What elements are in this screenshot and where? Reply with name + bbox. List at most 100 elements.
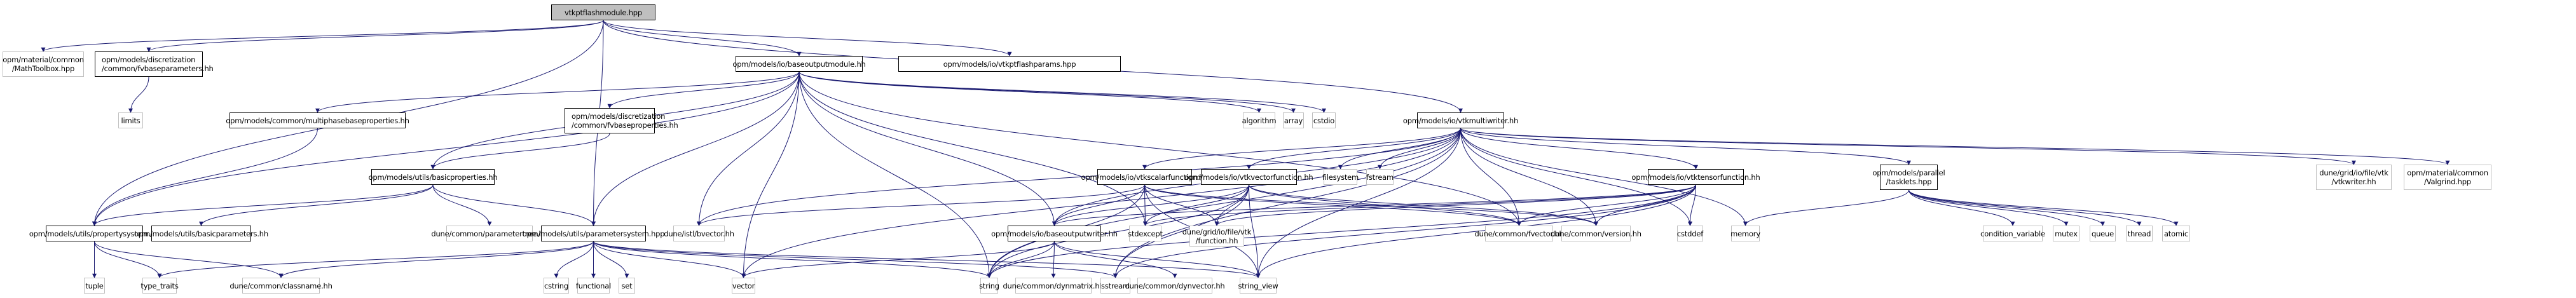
edge-vtkscalarfunction-to-fvector: [1144, 184, 1521, 226]
node-atomic: atomic: [2162, 226, 2190, 241]
edge-parametersystem-to-type_traits: [157, 241, 594, 278]
edge-baseoutputmodule-to-string: [798, 71, 992, 278]
node-vtktensorfunction[interactable]: opm/models/io/vtktensorfunction.hh: [1631, 169, 1760, 185]
edge-multiphasebaseproperties-to-propertysystem: [92, 128, 318, 226]
node-queue: queue: [2090, 226, 2116, 241]
edge-vtkmultiwriter-to-version: [1460, 128, 1598, 226]
node-tasklets[interactable]: opm/models/parallel /tasklets.hpp: [1872, 165, 1945, 190]
node-fstream: fstream: [1366, 169, 1394, 185]
node-parametertree: dune/common/parametertree.hh: [431, 226, 548, 241]
node-vtkscalarfunction[interactable]: opm/models/io/vtkscalarfunction.hh: [1081, 169, 1209, 185]
edge-vtkmultiwriter-to-vtkscalarfunction: [1142, 128, 1461, 170]
edge-vtkvectorfunction-to-string: [987, 184, 1249, 278]
edge-baseoutputmodule-to-baseoutputwriter: [798, 71, 1057, 226]
node-fvbaseparameters[interactable]: opm/models/discretization /common/fvbase…: [95, 51, 214, 77]
node-dynmatrix: dune/common/dynmatrix.hh: [1003, 278, 1104, 294]
edge-baseoutputwriter-to-string: [987, 241, 1055, 278]
node-mathtoolbox: opm/material/common /MathToolbox.hpp: [3, 51, 84, 77]
edge-tasklets-to-atomic: [1908, 189, 2179, 226]
node-filesystem: filesystem: [1322, 169, 1359, 185]
node-vtkmultiwriter[interactable]: opm/models/io/vtkmultiwriter.hh: [1403, 112, 1518, 128]
edge-vtkvectorfunction-to-baseoutputwriter: [1052, 184, 1249, 226]
node-parametersystem[interactable]: opm/models/utils/parametersystem.hpp: [523, 226, 665, 241]
edge-baseoutputmodule-to-stdexcept: [798, 71, 1148, 226]
node-set: set: [619, 278, 635, 294]
edge-vtkvectorfunction-to-string_view: [1249, 184, 1261, 278]
node-propertysystem[interactable]: opm/models/utils/propertysystem.hh: [29, 226, 160, 241]
node-vtkptflashparams[interactable]: opm/models/io/vtkptflashparams.hpp: [898, 56, 1121, 72]
node-vtkfunction: dune/grid/io/file/vtk /function.hh: [1182, 226, 1251, 247]
edge-basicproperties-to-parametersystem: [432, 184, 596, 226]
node-sstream: sstream: [1100, 278, 1130, 294]
edge-parametersystem-to-cstring: [554, 241, 594, 278]
edge-vtktensorfunction-to-version: [1594, 184, 1696, 226]
edge-basicproperties-to-parametertree: [432, 184, 492, 226]
edge-baseoutputmodule-to-parametersystem: [591, 71, 800, 226]
node-string: string: [979, 278, 999, 294]
edge-vtkmultiwriter-to-string: [987, 128, 1461, 278]
node-cstring: cstring: [544, 278, 569, 294]
edge-vtkmultiwriter-to-cstddef: [1460, 128, 1692, 226]
node-functional: functional: [576, 278, 611, 294]
edge-vtkmultiwriter-to-tasklets: [1460, 128, 1911, 165]
edge-baseoutputmodule-to-array: [798, 71, 1296, 113]
edge-parametersystem-to-sstream: [593, 241, 1118, 278]
node-vtkwriter: dune/grid/io/file/vtk /vtkwriter.hh: [2316, 165, 2392, 190]
edge-tasklets-to-thread: [1908, 189, 2142, 226]
edge-vtkmultiwriter-to-valgrind: [1460, 128, 2450, 165]
edge-fvbaseparameters-to-limits: [128, 76, 149, 113]
edge-fvbaseproperties-to-basicproperties: [430, 133, 610, 170]
edge-vtktensorfunction-to-stdexcept: [1143, 184, 1696, 226]
node-fvector: dune/common/fvector.hh: [1474, 226, 1564, 241]
edge-vtkmultiwriter-to-fstream: [1378, 128, 1461, 170]
edge-basicproperties-to-propertysystem: [92, 184, 434, 226]
edge-parametersystem-to-classname: [278, 241, 594, 278]
edge-root-to-vtkptflashparams: [603, 20, 1012, 57]
edge-vtkmultiwriter-to-vtkwriter: [1460, 128, 2356, 165]
node-string-view: string_view: [1238, 278, 1278, 294]
edge-vtktensorfunction-to-sstream: [1113, 184, 1696, 278]
node-bvector: dune/istl/bvector.hh: [664, 226, 734, 241]
node-fvbaseproperties[interactable]: opm/models/discretization /common/fvbase…: [565, 108, 678, 133]
node-algorithm: algorithm: [1242, 112, 1277, 128]
node-baseoutputmodule[interactable]: opm/models/io/baseoutputmodule.hh: [732, 56, 866, 72]
edge-vtkscalarfunction-to-baseoutputwriter: [1052, 184, 1145, 226]
edge-vtkvectorfunction-to-sstream: [1113, 184, 1249, 278]
node-root[interactable]: vtkptflashmodule.hpp: [551, 4, 655, 20]
node-vector: vector: [732, 278, 755, 294]
edge-baseoutputwriter-to-dynmatrix: [1051, 241, 1056, 278]
edge-propertysystem-to-type_traits: [94, 241, 162, 278]
node-classname: dune/common/classname.hh: [230, 278, 332, 294]
edge-parametersystem-to-string: [593, 241, 992, 278]
edge-vtktensorfunction-to-fvector: [1517, 184, 1696, 226]
node-basicparameters[interactable]: opm/models/utils/basicparameters.hh: [134, 226, 268, 241]
node-vtkvectorfunction[interactable]: opm/models/io/vtkvectorfunction.hh: [1184, 169, 1313, 185]
node-limits: limits: [118, 112, 143, 128]
edge-tasklets-to-queue: [1908, 189, 2105, 226]
edge-vtkmultiwriter-to-bvector: [697, 128, 1461, 226]
edge-baseoutputmodule-to-algorithm: [798, 71, 1261, 113]
edge-baseoutputmodule-to-vector: [741, 71, 800, 278]
edge-vtkvectorfunction-to-stdexcept: [1143, 184, 1249, 226]
edge-parametersystem-to-vector: [593, 241, 746, 278]
node-memory: memory: [1730, 226, 1760, 241]
node-basicproperties[interactable]: opm/models/utils/basicproperties.hh: [369, 169, 498, 185]
node-baseoutputwriter[interactable]: opm/models/io/baseoutputwriter.hh: [991, 226, 1118, 241]
node-stdexcept: stdexcept: [1128, 226, 1163, 241]
edge-vtkmultiwriter-to-vector: [741, 128, 1461, 278]
node-multiphasebaseproperties[interactable]: opm/models/common/multiphasebaseproperti…: [226, 112, 409, 128]
node-version: dune/common/version.hh: [1551, 226, 1641, 241]
edge-vtkmultiwriter-to-string_view: [1256, 128, 1461, 278]
edge-parametersystem-to-string_view: [593, 241, 1261, 278]
edge-vtkmultiwriter-to-memory: [1460, 128, 1748, 226]
edge-tasklets-to-memory: [1743, 189, 1909, 226]
edge-root-to-fvbaseparameters: [146, 20, 604, 52]
edge-vtktensorfunction-to-cstddef: [1688, 184, 1696, 226]
node-thread: thread: [2126, 226, 2153, 241]
node-cstddef: cstddef: [1677, 226, 1703, 241]
edge-vtkmultiwriter-to-fvector: [1460, 128, 1521, 226]
edge-root-to-baseoutputmodule: [603, 20, 802, 57]
edge-vtktensorfunction-to-string_view: [1256, 184, 1696, 278]
